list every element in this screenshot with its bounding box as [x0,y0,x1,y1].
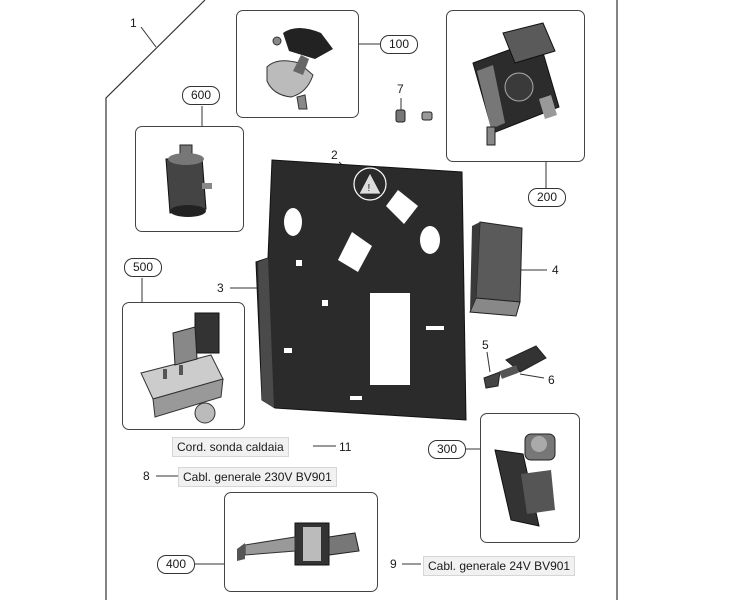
callout-500: 500 [124,258,162,277]
assembly-300-panel [480,413,580,543]
part-number-9: 9 [390,557,397,571]
callout-400: 400 [157,555,195,574]
part-number-5: 5 [482,338,489,352]
assembly-100-panel [236,10,359,118]
part-number-3: 3 [217,281,224,295]
assembly-500-panel [122,302,245,430]
part-number-11: 11 [339,440,352,454]
part-number-7: 7 [397,82,404,96]
svg-text:!: ! [368,183,371,194]
part-number-6: 6 [548,373,555,387]
assembly-600-panel [135,126,244,232]
part-number-2: 2 [331,148,338,162]
callout-200: 200 [528,188,566,207]
label-cord-sonda-caldaia: Cord. sonda caldaia [172,437,289,457]
callout-300: 300 [428,440,466,459]
label-cabl-generale-24v: Cabl. generale 24V BV901 [423,556,576,576]
clip-parts-illustration [483,345,547,389]
part-number-8: 8 [143,469,150,483]
callout-100: 100 [380,35,418,54]
callout-600: 600 [182,86,220,105]
part-number-4: 4 [552,263,559,277]
fittings-illustration [395,109,433,123]
label-cabl-generale-230v: Cabl. generale 230V BV901 [178,467,337,487]
chassis-plate-illustration: ! [255,159,467,421]
assembly-400-panel [224,492,378,592]
tray-illustration [469,221,523,317]
part-number-1: 1 [130,16,137,30]
assembly-200-panel [446,10,585,162]
